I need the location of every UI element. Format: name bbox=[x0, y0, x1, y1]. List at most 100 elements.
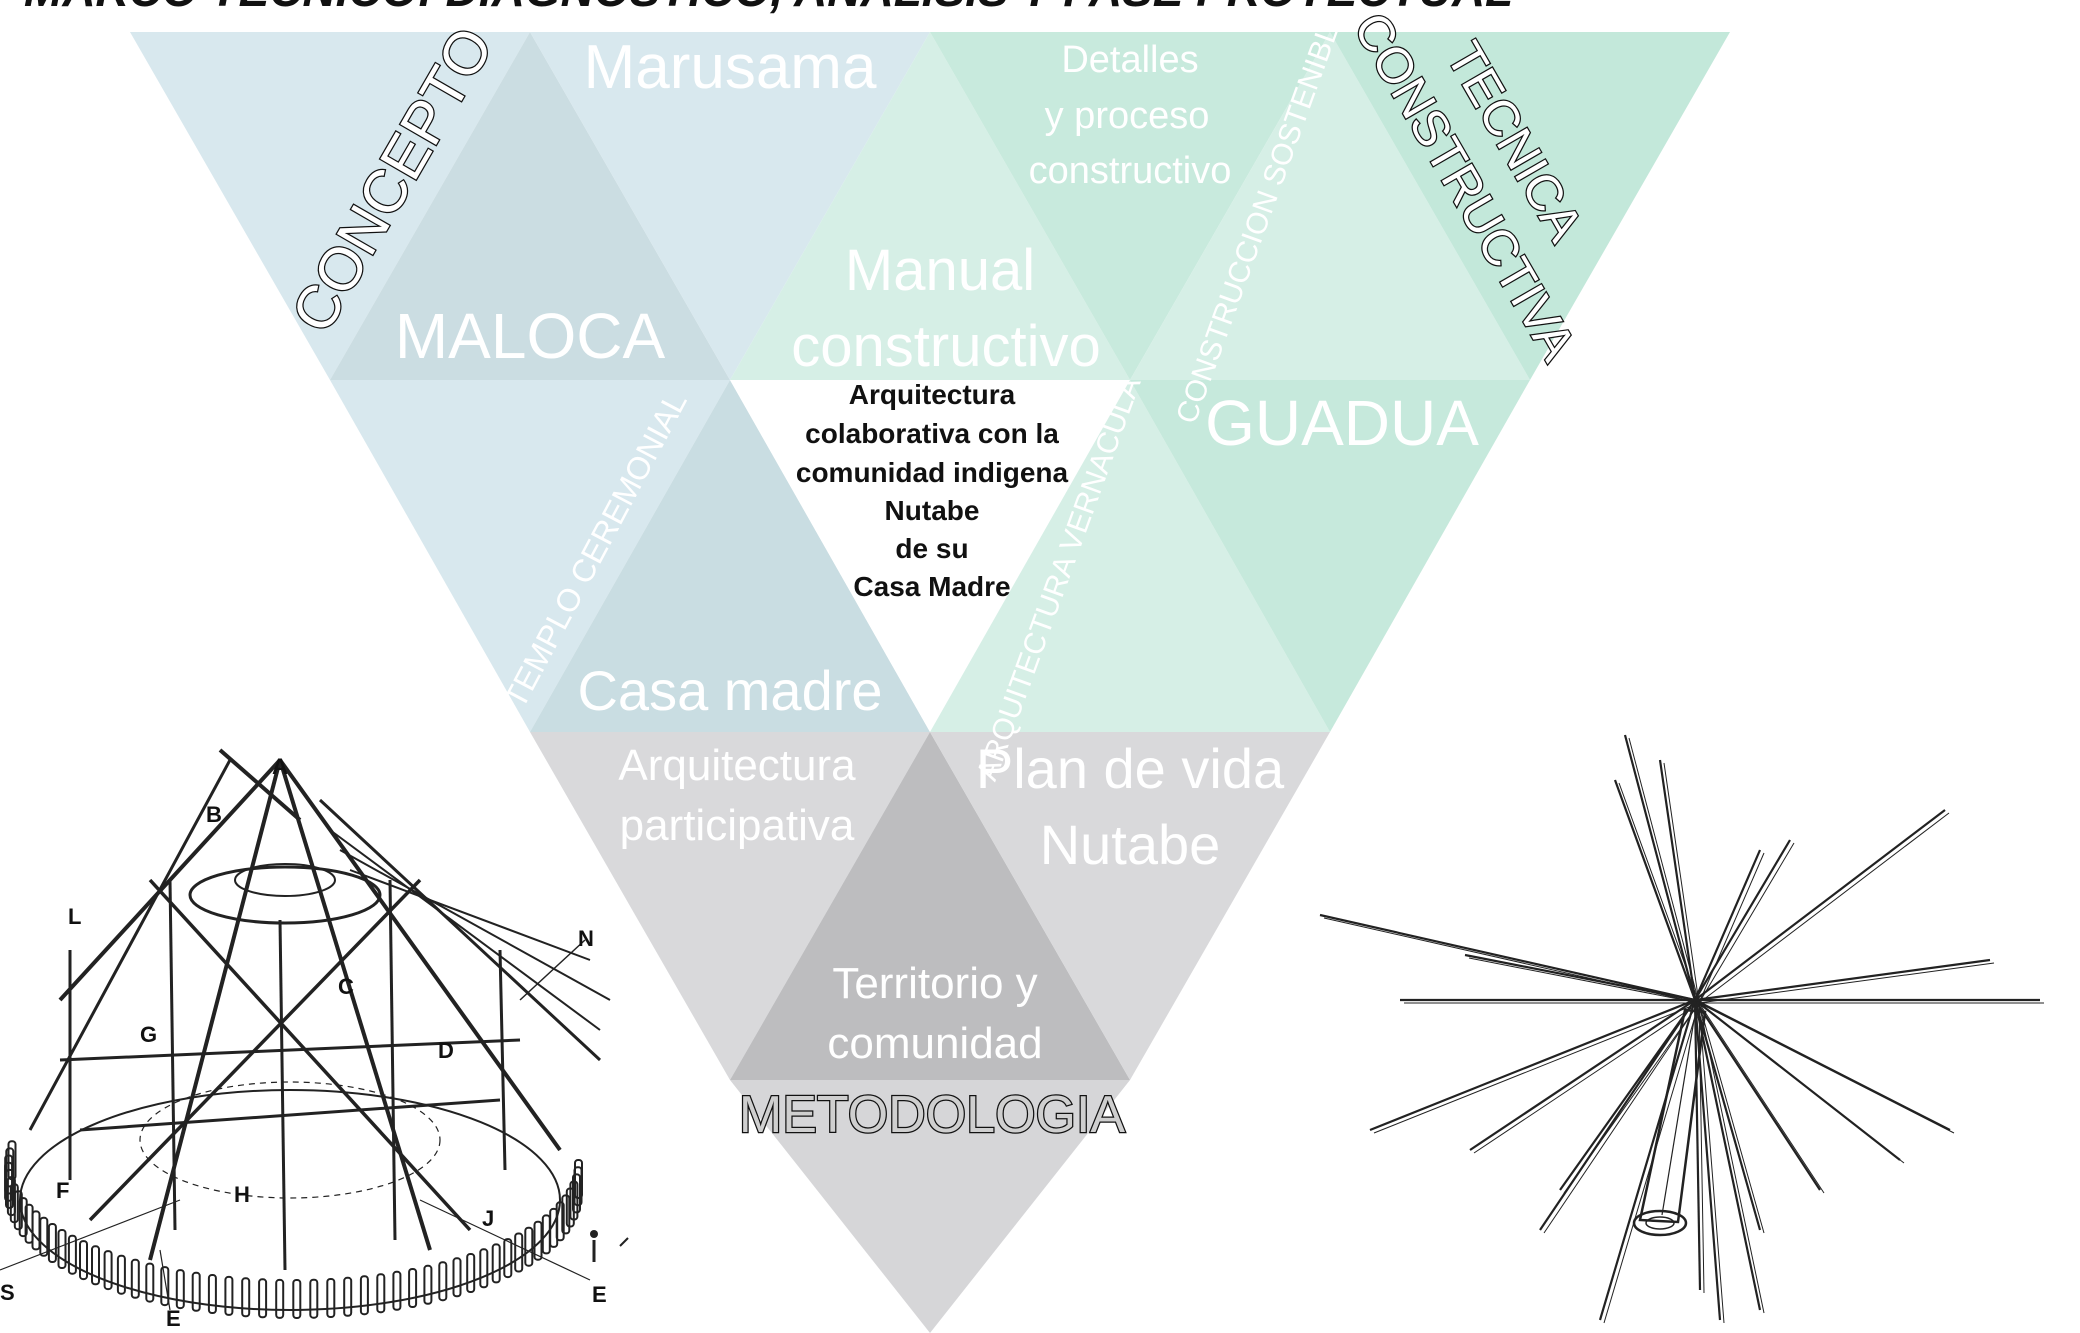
palisade-post bbox=[18, 1197, 28, 1238]
pole-line bbox=[1698, 1002, 1955, 1134]
label-arq-participativa-2: participativa bbox=[620, 801, 855, 850]
triangle-grid bbox=[130, 32, 1730, 1333]
tile-tecnica bbox=[1330, 32, 1730, 380]
label-territorio-1: Territorio y bbox=[832, 959, 1037, 1008]
palisade-post bbox=[39, 1216, 49, 1257]
pole-line bbox=[1468, 957, 1700, 1004]
maloca-structure-sketch bbox=[0, 748, 629, 1319]
palisade-post bbox=[67, 1234, 77, 1275]
pole-line bbox=[1693, 999, 1702, 1291]
pole-line bbox=[1698, 1002, 1825, 1194]
pole-line bbox=[1658, 759, 1697, 1001]
palisade-post bbox=[130, 1258, 140, 1299]
pole-line bbox=[1698, 1002, 1725, 1324]
tile-guadua bbox=[1130, 380, 1530, 732]
label-detalles-2: y proceso bbox=[1045, 95, 1210, 137]
palisade-post bbox=[191, 1271, 201, 1312]
palisade-post bbox=[514, 1232, 524, 1273]
pole-line bbox=[1693, 999, 1762, 1311]
palisade-post bbox=[103, 1250, 113, 1291]
palisade-post bbox=[533, 1220, 543, 1261]
pole-line bbox=[1369, 998, 1696, 1132]
sketch-label-s: S bbox=[0, 1280, 15, 1305]
label-marusama: Marusama bbox=[584, 33, 877, 102]
sketch-label-j: J bbox=[482, 1206, 494, 1231]
pole-line bbox=[1543, 1002, 1700, 1234]
label-arq-participativa-1: Arquitectura bbox=[618, 741, 856, 790]
tile-sostenible bbox=[1130, 32, 1530, 380]
center-line-1: Arquitectura bbox=[849, 379, 1016, 410]
palisade-post bbox=[479, 1248, 489, 1289]
palisade-post bbox=[438, 1261, 448, 1302]
pole-line bbox=[1618, 782, 1700, 1004]
pole-line bbox=[1319, 913, 1696, 1002]
palisade-post bbox=[47, 1223, 57, 1263]
center-line-3: comunidad indigena bbox=[796, 457, 1069, 488]
center-line-6: Casa Madre bbox=[853, 571, 1010, 602]
sketch-label-f: F bbox=[56, 1178, 69, 1203]
palisade-post bbox=[241, 1277, 251, 1318]
tile-templo bbox=[330, 380, 730, 732]
sketch-label-d: D bbox=[438, 1038, 454, 1063]
label-manual-2: constructivo bbox=[791, 314, 1100, 379]
pole-line bbox=[1698, 842, 1795, 1004]
palisade-post bbox=[224, 1275, 234, 1316]
tile-manual bbox=[730, 32, 1130, 380]
palisade-post bbox=[376, 1273, 386, 1314]
center-line-4: Nutabe bbox=[885, 495, 980, 526]
palisade-post bbox=[309, 1278, 319, 1319]
pole-line bbox=[1698, 1002, 1765, 1314]
palisade-post bbox=[343, 1276, 353, 1317]
palisade-post bbox=[79, 1240, 88, 1281]
palisade-post bbox=[207, 1274, 217, 1314]
sketch-label-l: L bbox=[68, 904, 81, 929]
sketch-letter-labels: A B C D E F G H J L N S E bbox=[0, 754, 607, 1331]
palisade-post bbox=[292, 1279, 302, 1319]
label-plan-vida-2: Nutabe bbox=[1040, 813, 1221, 876]
palisade-post bbox=[408, 1268, 418, 1308]
palisade-post bbox=[452, 1257, 462, 1298]
tile-maloca-left bbox=[330, 32, 730, 380]
label-maloca: MALOCA bbox=[395, 300, 666, 372]
palisade-post bbox=[524, 1226, 534, 1267]
sketch-label-h: H bbox=[234, 1182, 250, 1207]
palisade-post bbox=[91, 1245, 100, 1286]
pole-line bbox=[1694, 999, 1821, 1191]
label-detalles-1: Detalles bbox=[1061, 39, 1198, 81]
palisade-post bbox=[491, 1243, 501, 1284]
tile-marusama-right bbox=[530, 32, 930, 380]
header-title: MARCO TECNICO: DIAGNOSTICO, ANALISIS Y F… bbox=[24, 0, 1513, 16]
pole-line bbox=[1694, 958, 1991, 1002]
center-line-2: colaborativa con la bbox=[805, 418, 1059, 449]
pole-line bbox=[1598, 999, 1697, 1321]
pole-line bbox=[1563, 1002, 1700, 1194]
pole-line bbox=[1539, 999, 1696, 1231]
pole-line bbox=[1694, 809, 1946, 1001]
pole-line bbox=[1469, 999, 1696, 1151]
palisade-post bbox=[326, 1278, 336, 1318]
sketch-label-b: B bbox=[206, 802, 222, 827]
pole-line bbox=[1693, 999, 1762, 1231]
pole-line bbox=[1694, 839, 1791, 1001]
label-territorio-2: comunidad bbox=[827, 1019, 1042, 1068]
sketch-label-c: C bbox=[338, 974, 354, 999]
palisade-post bbox=[503, 1238, 513, 1279]
tile-casa-madre bbox=[530, 380, 930, 732]
tile-arq-participativa bbox=[530, 732, 930, 1080]
palisade-post bbox=[175, 1269, 185, 1310]
tile-vernacula bbox=[930, 380, 1330, 732]
center-line-5: de su bbox=[895, 533, 968, 564]
sketch-label-e-right: E bbox=[592, 1282, 607, 1307]
pole-line bbox=[1663, 762, 1700, 1004]
pole-line bbox=[1628, 737, 1700, 1004]
pole-line bbox=[1698, 1002, 1765, 1234]
label-guadua: GUADUA bbox=[1205, 387, 1479, 459]
palisade-post bbox=[466, 1253, 476, 1293]
palisade-post bbox=[574, 1159, 583, 1199]
tile-territorio bbox=[730, 732, 1130, 1080]
label-plan-vida-1: Plan de vida bbox=[976, 737, 1285, 800]
palisade-post bbox=[392, 1270, 402, 1311]
tile-center bbox=[730, 380, 1130, 732]
sketch-label-g: G bbox=[140, 1022, 157, 1047]
palisade-post bbox=[275, 1278, 285, 1319]
